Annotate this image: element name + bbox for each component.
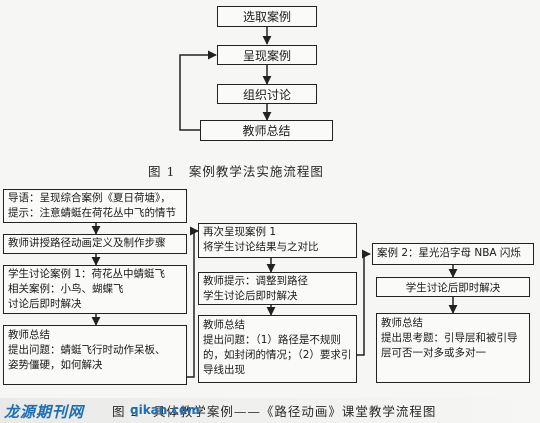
fig1-select-case-label: 选取案例: [242, 10, 291, 24]
fig2-represent-line-2: 将学生讨论结果与之对比: [203, 241, 319, 253]
fig2-col1-summary-box: 教师总结 提出问题：蜻蜓飞行时动作呆板、 姿势僵硬，如何解决: [3, 325, 187, 385]
fig2-col1-summary-line-2: 提出问题：蜻蜓飞行时动作呆板、: [8, 344, 166, 356]
fig2-col1-summary-line-3: 姿势僵硬，如何解决: [8, 359, 103, 371]
fig1-caption: 图 1 案例教学法实施流程图: [148, 164, 324, 179]
arrow-col1-to-col2: [187, 226, 199, 378]
fig2-caption: 图 2 具体教学案例——《路径动画》课堂教学流程图: [112, 404, 437, 419]
fig2-col2-summary-line-2: 提出问题：（1）路径是不规则: [203, 334, 341, 346]
fig2-hint-line-1: 教师提示：调整到路径: [203, 275, 308, 287]
fig2-case1-line-2: 相关案例：小鸟、蝴蝶飞: [8, 283, 124, 295]
fig2-col2-summary-line-3: 的，如封闭的情况；（2）要求引: [203, 349, 352, 361]
fig2-col3-discuss-label: 学生讨论后即时解决: [405, 281, 501, 294]
fig2-col2-summary-line-4: 导线出现: [203, 364, 245, 376]
fig2-hint-box: 教师提示：调整到路径 学生讨论后即时解决: [198, 272, 357, 305]
fig2-col3-discuss-box: 学生讨论后即时解决: [376, 277, 530, 297]
watermark-logo: 龙源期刊网: [4, 403, 85, 421]
fig2-case1-line-1: 学生讨论案例 1：荷花丛中蜻蜓飞: [8, 268, 166, 280]
fig2-case1-box: 学生讨论案例 1：荷花丛中蜻蜓飞 相关案例：小鸟、蝴蝶飞 讨论后即时解决: [3, 265, 187, 314]
fig2-represent-box: 再次呈现案例 1 将学生讨论结果与之对比: [198, 223, 357, 258]
watermark-url: qikan.com: [130, 403, 200, 417]
fig2-col3-summary-line-1: 教师总结: [381, 317, 423, 329]
fig2-case2-line-1: 案例 2：星光沿字母 NBA 闪烁: [377, 247, 521, 259]
fig1-select-case-box: 选取案例: [217, 6, 317, 27]
fig2-teach-line-1: 教师讲授路径动画定义及制作步骤: [8, 237, 166, 249]
fig2-case1-line-3: 讨论后即时解决: [8, 298, 82, 310]
fig1-present-case-label: 呈现案例: [242, 48, 291, 63]
fig2-intro-box: 导语：呈现综合案例《夏日荷塘》， 提示：注意蜻蜓在荷花丛中飞的情节: [3, 189, 187, 223]
feedback-loop-arrow: [179, 50, 217, 131]
fig2-teach-box: 教师讲授路径动画定义及制作步骤: [3, 234, 187, 254]
fig2-col3-summary-line-3: 层可否一对多或多对一: [381, 347, 486, 359]
watermark-band: [0, 398, 540, 423]
fig2-hint-line-2: 学生讨论后即时解决: [203, 290, 298, 302]
fig2-col1-summary-line-1: 教师总结: [8, 329, 50, 341]
fig1-organize-discussion-label: 组织讨论: [242, 87, 291, 102]
fig1-organize-discussion-box: 组织讨论: [217, 84, 317, 104]
fig2-col3-summary-line-2: 提出思考题：引导层和被引导: [381, 332, 518, 344]
fig2-case2-box: 案例 2：星光沿字母 NBA 闪烁: [372, 243, 534, 265]
arrow-col2-to-col3: [357, 249, 371, 356]
fig2-col2-summary-line-1: 教师总结: [203, 319, 245, 331]
fig2-intro-line-2: 提示：注意蜻蜓在荷花丛中飞的情节: [8, 207, 176, 219]
fig2-represent-line-1: 再次呈现案例 1: [203, 226, 277, 238]
fig2-col3-summary-box: 教师总结 提出思考题：引导层和被引导 层可否一对多或多对一: [376, 313, 530, 383]
fig1-present-case-box: 呈现案例: [217, 45, 317, 65]
fig1-teacher-summary-label: 教师总结: [242, 124, 291, 138]
fig1-teacher-summary-box: 教师总结: [200, 120, 333, 141]
fig2-intro-line-1: 导语：呈现综合案例《夏日荷塘》，: [8, 192, 171, 204]
fig2-col2-summary-box: 教师总结 提出问题：（1）路径是不规则 的，如封闭的情况；（2）要求引 导线出现: [198, 315, 357, 383]
